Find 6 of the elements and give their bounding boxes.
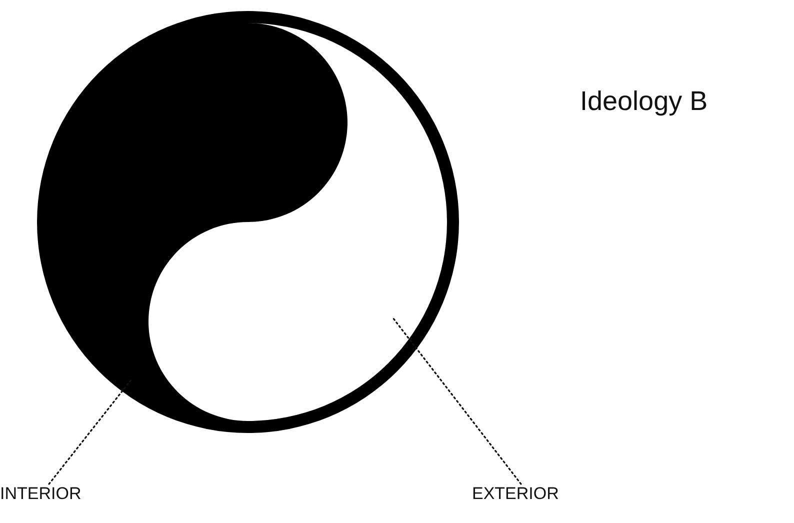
exterior-region bbox=[148, 23, 447, 421]
interior-region bbox=[37, 11, 459, 433]
leader-line bbox=[48, 379, 132, 485]
part-label: INTERIOR bbox=[0, 484, 82, 504]
part-label: EXTERIOR bbox=[472, 484, 559, 504]
diagram-label: Ideology B bbox=[580, 86, 708, 117]
